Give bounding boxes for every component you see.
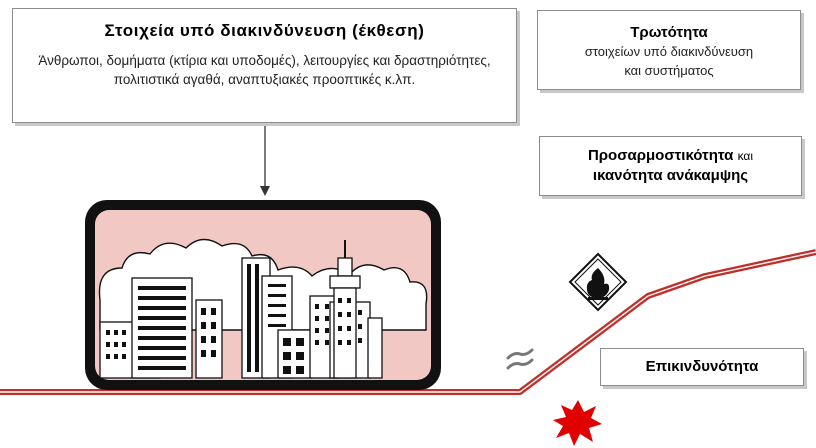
windows bbox=[106, 264, 362, 374]
recovery-capacity-term: ικανότητα ανάκαμψης bbox=[592, 167, 749, 184]
hazard-label: Επικινδυνότητα bbox=[645, 358, 759, 375]
city-illustration bbox=[85, 200, 441, 390]
adaptability-line-1: Προσαρμοστικότητα και bbox=[540, 146, 801, 166]
hazard-box: Επικινδυνότητα bbox=[600, 348, 804, 386]
vulnerability-title: Τρωτότητα bbox=[630, 24, 708, 41]
exposure-title: Στοιχεία υπό διακινδύνευση (έκθεση) bbox=[104, 21, 425, 40]
vulnerability-box: Τρωτότητα στοιχείων υπό διακινδύνευση κα… bbox=[537, 10, 801, 90]
vulnerability-line-2: και συστήματος bbox=[624, 63, 714, 78]
vulnerability-line-1: στοιχείων υπό διακινδύνευση bbox=[584, 44, 754, 59]
fire-hazard-icon bbox=[568, 252, 628, 312]
down-arrow-icon bbox=[260, 123, 270, 196]
adaptability-box: Προσαρμοστικότητα και ικανότητα ανάκαμψη… bbox=[539, 136, 802, 196]
adaptability-conjunction: και bbox=[737, 149, 754, 163]
adaptability-term: Προσαρμοστικότητα bbox=[587, 147, 734, 164]
exposure-box: Στοιχεία υπό διακινδύνευση (έκθεση) Άνθρ… bbox=[12, 8, 517, 123]
vibration-icon bbox=[506, 348, 534, 370]
ground-line bbox=[0, 249, 816, 395]
explosion-icon bbox=[553, 400, 602, 446]
tower bbox=[329, 240, 361, 379]
exposure-text: Άνθρωποι, δομήματα (κτίρια και υποδομές)… bbox=[38, 53, 491, 87]
